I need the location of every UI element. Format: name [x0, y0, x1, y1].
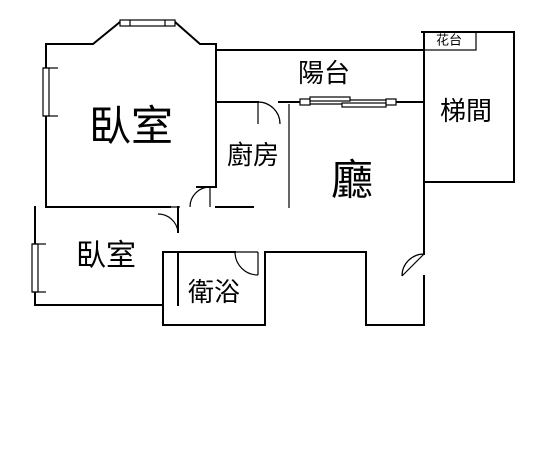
label-planter: 花台 [436, 33, 462, 49]
door-small-bedroom [157, 206, 180, 233]
label-living-room: 廳 [331, 156, 373, 205]
window-main-bedroom-top [119, 19, 176, 27]
windows [31, 19, 397, 293]
wall-living-bottom [264, 181, 425, 326]
label-small-bedroom: 臥室 [76, 239, 136, 274]
sliding-door-balcony [299, 96, 397, 108]
door-main-bedroom [189, 186, 211, 208]
door-entrance [401, 253, 425, 277]
walls [34, 21, 515, 326]
planter-box [423, 31, 477, 51]
label-balcony: 陽台 [298, 59, 350, 89]
window-small-bedroom-left [31, 243, 39, 293]
wall-stairwell [421, 31, 515, 183]
label-bathroom: 衛浴 [188, 278, 240, 308]
doors [157, 101, 425, 277]
wall-small-bedroom [34, 206, 179, 306]
door-kitchen [257, 101, 281, 125]
label-main-bedroom: 臥室 [89, 102, 173, 151]
label-stairwell: 梯間 [440, 97, 492, 127]
wall-bathroom [162, 251, 266, 326]
room-labels: 臥室 臥室 陽台 梯間 廚房 廳 衛浴 花台 [76, 33, 492, 309]
label-kitchen: 廚房 [227, 141, 279, 171]
window-main-bedroom-left [42, 67, 50, 117]
door-bathroom [234, 251, 259, 276]
